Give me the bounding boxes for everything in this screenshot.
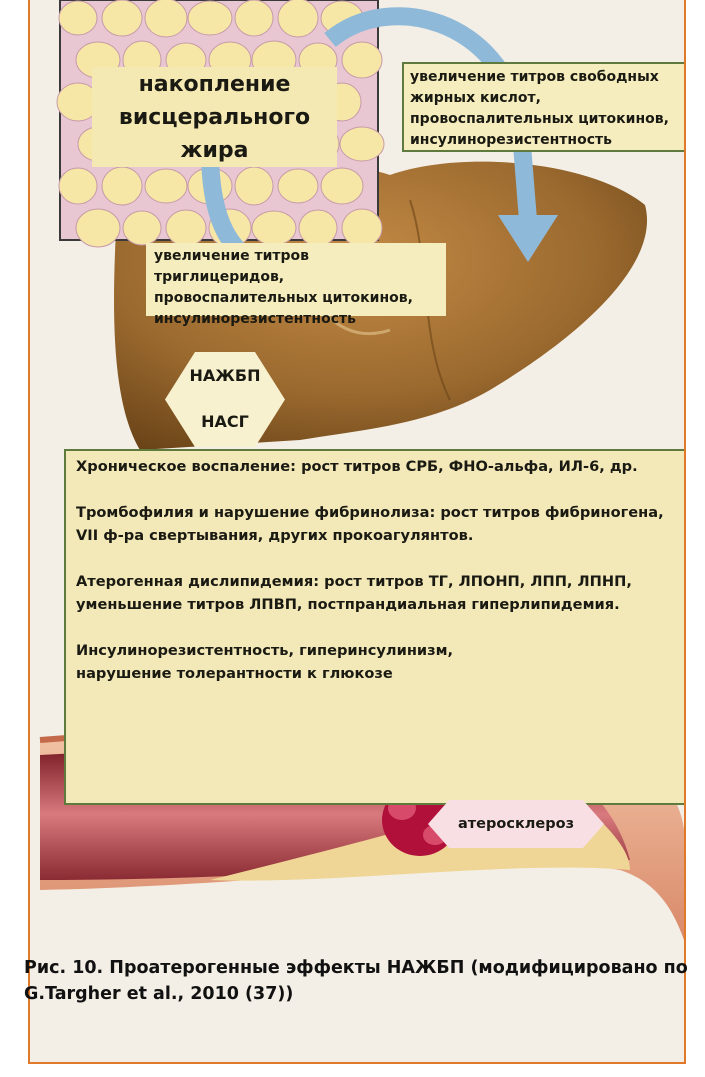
fat-cell	[278, 0, 318, 37]
fat-cell	[252, 211, 296, 245]
fat-cell	[59, 168, 97, 204]
effect-item: Атерогенная дислипидемия: рост титров ТГ…	[76, 570, 686, 616]
fat-cell	[145, 0, 187, 37]
fat-cell	[123, 211, 161, 245]
fat-cell	[342, 209, 382, 247]
fat-cell	[340, 127, 384, 161]
ffa-titers-label: увеличение титров свободных жирных кисло…	[402, 62, 686, 152]
figure: накопление висцерального жира увеличение…	[12, 0, 698, 1077]
atherosclerosis-label: атеросклероз	[428, 800, 604, 848]
fat-cell	[321, 168, 363, 204]
fat-cell	[342, 42, 382, 78]
fat-cell	[235, 0, 273, 36]
fat-cell	[188, 1, 232, 35]
fat-cell	[166, 210, 206, 246]
fat-accumulation-label: накопление висцерального жира	[92, 67, 337, 167]
effect-item: Хроническое воспаление: рост титров СРБ,…	[76, 455, 686, 478]
effect-item: Инсулинорезистентность, гиперинсулинизм,…	[76, 639, 686, 685]
effects-box: Хроническое воспаление: рост титров СРБ,…	[64, 449, 686, 805]
tg-titers-label: увеличение титров триглицеридов, провосп…	[146, 243, 446, 316]
fat-cell	[278, 169, 318, 203]
fat-cell	[59, 1, 97, 35]
fat-cell	[102, 0, 142, 36]
effect-item: Тромбофилия и нарушение фибринолиза: рос…	[76, 501, 686, 547]
figure-caption: Рис. 10. Проатерогенные эффекты НАЖБП (м…	[24, 955, 698, 1007]
fat-cell	[145, 169, 187, 203]
fat-cell	[235, 167, 273, 205]
fat-cell	[299, 210, 337, 246]
figure-frame: накопление висцерального жира увеличение…	[28, 0, 686, 1064]
fat-cell	[102, 167, 142, 205]
fat-cell	[76, 209, 120, 247]
